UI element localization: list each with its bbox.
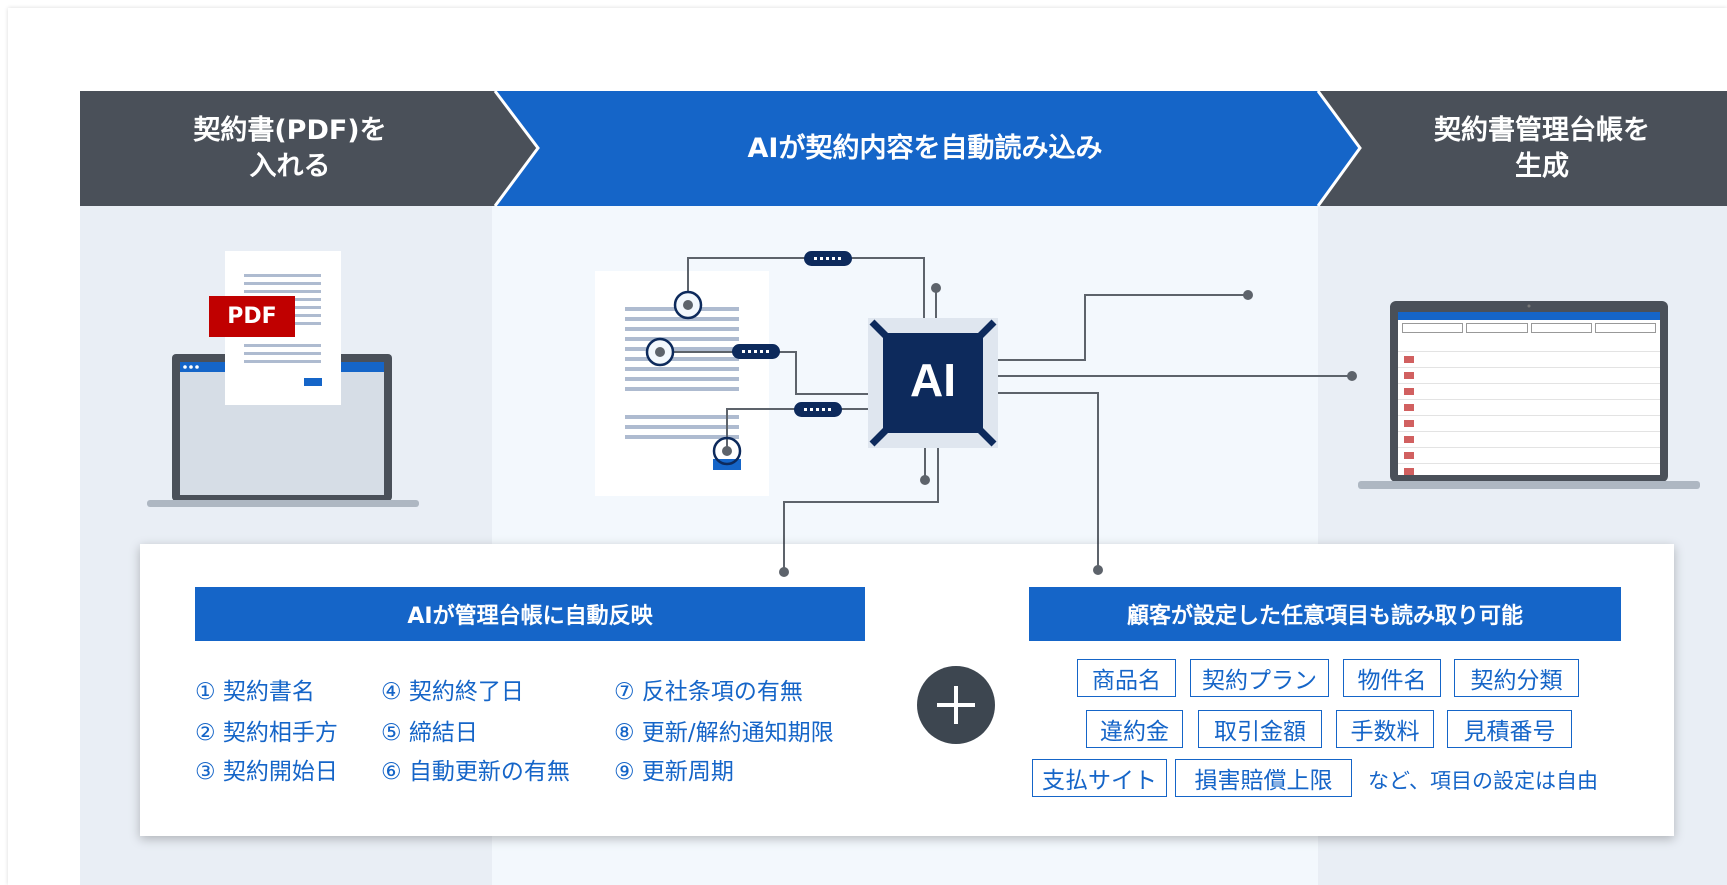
field-tag: 損害賠償上限 — [1175, 759, 1352, 797]
table-row — [1398, 352, 1660, 368]
header-step3-line1: 契約書管理台帳を — [1434, 115, 1650, 146]
field-tag: 見積番号 — [1447, 710, 1572, 748]
plus-icon — [917, 666, 995, 744]
list-item: ② 契約相手方 — [195, 720, 338, 746]
header-step2-shape — [492, 91, 1360, 206]
scan-marker-icon — [645, 290, 742, 466]
ledger-button — [1402, 323, 1464, 333]
header-step1-shape — [80, 91, 538, 206]
header-step3-line2: 生成 — [1515, 151, 1569, 182]
header-divider — [493, 90, 540, 207]
ledger-toolbar — [1398, 312, 1660, 320]
header-step1-line1: 契約書(PDF)を — [193, 115, 387, 146]
process-header — [80, 90, 1727, 207]
table-row — [1398, 432, 1660, 448]
ai-chip-label: AI — [910, 354, 956, 406]
pdf-label: PDF — [209, 296, 295, 337]
table-row — [1398, 416, 1660, 432]
list-item: ⑥ 自動更新の有無 — [381, 759, 570, 785]
field-tag: 商品名 — [1077, 659, 1176, 697]
table-row — [1398, 368, 1660, 384]
list-item: ⑤ 締結日 — [381, 720, 478, 746]
header-divider — [1316, 90, 1362, 207]
auto-reflect-bar: AIが管理台帳に自動反映 — [195, 587, 865, 641]
list-item: ③ 契約開始日 — [195, 759, 338, 785]
ledger-preview — [1398, 312, 1660, 475]
header-step1-line2: 入れる — [249, 151, 331, 182]
fields-note: など、項目の設定は自由 — [1368, 769, 1598, 793]
table-row — [1398, 464, 1660, 475]
table-row — [1398, 384, 1660, 400]
field-tag: 支払サイト — [1032, 759, 1167, 797]
list-item: ⑦ 反社条項の有無 — [614, 679, 803, 705]
ledger-header-row — [1398, 336, 1660, 352]
data-packet-icon — [732, 251, 852, 417]
list-item: ⑨ 更新周期 — [614, 759, 734, 785]
field-tag: 手数料 — [1336, 710, 1434, 748]
ledger-buttons — [1398, 320, 1660, 336]
header-step3-shape — [1318, 91, 1727, 206]
field-tag: 契約プラン — [1190, 659, 1329, 697]
ledger-button — [1466, 323, 1528, 333]
list-item: ① 契約書名 — [195, 679, 315, 705]
ledger-button — [1594, 323, 1656, 333]
table-row — [1398, 448, 1660, 464]
list-item: ④ 契約終了日 — [381, 679, 524, 705]
ledger-button — [1530, 323, 1592, 333]
ai-chip-icon — [868, 318, 998, 448]
header-step3-title: 契約書管理台帳を 生成 — [1362, 113, 1722, 185]
field-tag: 物件名 — [1343, 659, 1441, 697]
list-item: ⑧ 更新/解約通知期限 — [614, 720, 834, 746]
custom-fields-bar: 顧客が設定した任意項目も読み取り可能 — [1029, 587, 1621, 641]
field-tag: 取引金額 — [1198, 710, 1322, 748]
field-tag: 違約金 — [1086, 710, 1183, 748]
header-step2-title: AIが契約内容を自動読み込み — [747, 133, 1103, 164]
header-step1-title: 契約書(PDF)を 入れる — [80, 113, 500, 185]
table-row — [1398, 400, 1660, 416]
field-tag: 契約分類 — [1454, 659, 1579, 697]
